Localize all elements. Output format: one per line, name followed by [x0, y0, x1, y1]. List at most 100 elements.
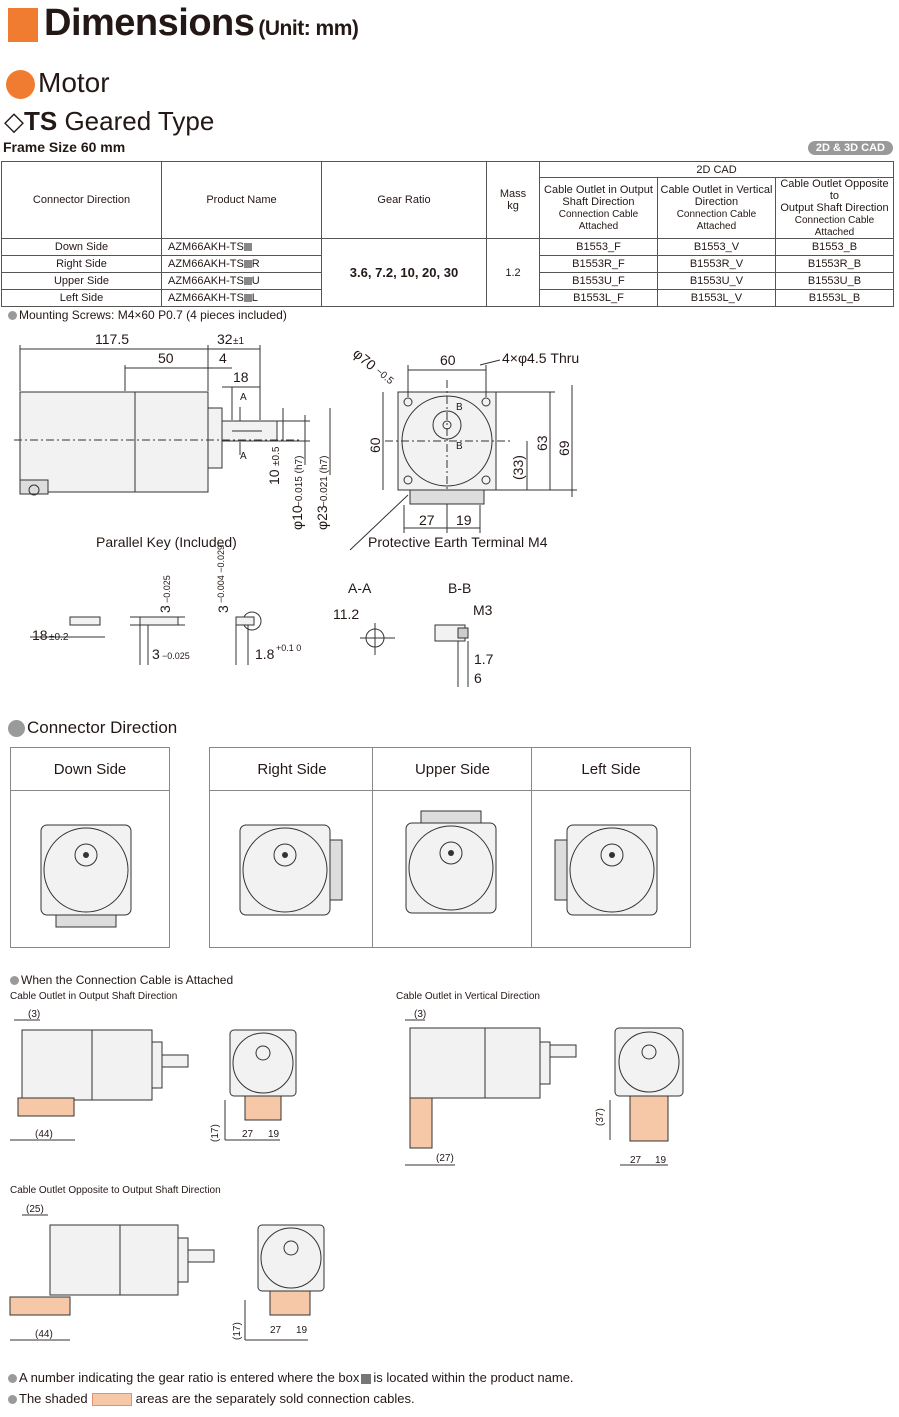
cad-link[interactable]: B1553U_F — [539, 272, 658, 290]
svg-text:−0.015 (h7): −0.015 (h7) — [294, 456, 305, 507]
mass-cell: 1.2 — [486, 238, 540, 307]
connector-heading: Connector Direction — [8, 718, 177, 738]
cad-link[interactable]: B1553L_F — [539, 289, 658, 307]
bullet-icon — [10, 976, 19, 986]
title-marker — [8, 8, 38, 42]
th-2dcad: 2D CAD — [539, 161, 894, 178]
connector-right: Right Side — [209, 747, 375, 948]
svg-text:B: B — [456, 402, 463, 413]
th-connector: Connector Direction — [1, 161, 162, 239]
cad-link[interactable]: B1553_F — [539, 238, 658, 256]
cad-link[interactable]: B1553R_V — [656, 255, 776, 273]
th-product: Product Name — [161, 161, 322, 239]
svg-text:B-B: B-B — [448, 580, 471, 596]
svg-text:(44): (44) — [35, 1329, 53, 1340]
svg-text:11.2: 11.2 — [333, 606, 359, 622]
unit-label: (Unit: mm) — [258, 17, 359, 40]
gear-ratio-cell: 3.6, 7.2, 10, 20, 30 — [321, 238, 487, 307]
svg-text:±0.2: ±0.2 — [49, 632, 69, 643]
svg-text:A-A: A-A — [348, 580, 372, 596]
cad-link[interactable]: B1553L_B — [774, 289, 895, 307]
connector-down: Down Side — [10, 747, 170, 948]
svg-text:3: 3 — [215, 605, 231, 613]
cad-link[interactable]: B1553_B — [774, 238, 895, 256]
cad-link[interactable]: B1553L_V — [656, 289, 776, 307]
svg-text:(27): (27) — [436, 1153, 454, 1164]
svg-text:3: 3 — [152, 646, 160, 662]
svg-text:−0.004 −0.029: −0.004 −0.029 — [216, 545, 226, 603]
svg-text:(3): (3) — [414, 1009, 426, 1020]
svg-text:(17): (17) — [210, 1124, 221, 1142]
gear-box-icon — [243, 260, 252, 269]
ts-heading: ◇TS Geared Type — [4, 106, 215, 136]
svg-text:−0.021 (h7): −0.021 (h7) — [319, 456, 330, 507]
svg-text:M3: M3 — [473, 602, 493, 618]
dim-117: 117.5 — [95, 331, 129, 347]
svg-text:19: 19 — [456, 512, 472, 528]
frame-size: Frame Size 60 mm — [3, 139, 126, 155]
svg-text:27: 27 — [419, 512, 435, 528]
svg-text:3: 3 — [157, 605, 173, 613]
pe-terminal-label: Protective Earth Terminal M4 — [368, 534, 548, 550]
svg-text:(37): (37) — [595, 1108, 606, 1126]
table-row: Down Side AZM66AKH-TS 3.6, 7.2, 10, 20, … — [1, 238, 895, 307]
svg-text:1.7: 1.7 — [474, 651, 494, 667]
dimension-drawing: 117.5 50 32±1 4 18 A A 10 ±0.5 φ10 −0.01… — [14, 331, 579, 687]
cable-heading: When the Connection Cable is Attached — [10, 973, 233, 987]
gear-box-icon — [243, 277, 252, 286]
svg-text:32: 32 — [217, 331, 233, 347]
gear-box-icon — [243, 243, 252, 252]
svg-text:27: 27 — [270, 1325, 282, 1336]
svg-text:−0.025: −0.025 — [162, 651, 190, 661]
bullet-icon — [8, 311, 17, 321]
cable-vert-title: Cable Outlet in Vertical Direction — [396, 991, 540, 1002]
svg-text:18: 18 — [32, 627, 48, 643]
svg-text:18: 18 — [233, 369, 249, 385]
mounting-note: Mounting Screws: M4×60 P0.7 (4 pieces in… — [8, 308, 287, 322]
svg-text:±1: ±1 — [233, 336, 244, 347]
svg-text:63: 63 — [534, 435, 550, 451]
svg-text:A: A — [240, 451, 247, 462]
svg-text:60: 60 — [440, 352, 456, 368]
bullet-icon — [8, 1395, 17, 1405]
svg-text:4: 4 — [219, 350, 227, 366]
svg-text:10: 10 — [266, 469, 282, 485]
footnote-gear-box: A number indicating the gear ratio is en… — [8, 1370, 574, 1385]
svg-text:(25): (25) — [26, 1204, 44, 1215]
svg-text:±0.5: ±0.5 — [271, 446, 282, 466]
cad-link[interactable]: B1553_V — [656, 238, 776, 256]
svg-text:−0.025: −0.025 — [162, 575, 172, 603]
svg-text:B: B — [456, 441, 463, 452]
shaded-swatch — [91, 1393, 132, 1407]
svg-text:6: 6 — [474, 670, 482, 686]
cad-badge[interactable]: 2D & 3D CAD — [807, 141, 893, 155]
cad-link[interactable]: B1553R_F — [539, 255, 658, 273]
cad-link[interactable]: B1553U_B — [774, 272, 895, 290]
svg-text:(44): (44) — [35, 1129, 53, 1140]
svg-text:1.8: 1.8 — [255, 646, 275, 662]
svg-text:19: 19 — [655, 1155, 667, 1166]
cad-link[interactable]: B1553U_V — [656, 272, 776, 290]
spec-table: Connector Direction Product Name Gear Ra… — [1, 161, 895, 307]
svg-text:(33): (33) — [510, 455, 526, 480]
page-title: Dimensions(Unit: mm) — [44, 2, 359, 44]
cad-link[interactable]: B1553R_B — [774, 255, 895, 273]
svg-text:27: 27 — [242, 1129, 254, 1140]
parallel-key-label: Parallel Key (Included) — [96, 534, 237, 550]
svg-text:φ10: φ10 — [289, 505, 305, 530]
svg-text:(3): (3) — [28, 1009, 40, 1020]
bullet-icon — [8, 1374, 17, 1384]
svg-text:50: 50 — [158, 350, 174, 366]
bullet-icon — [8, 720, 25, 738]
svg-text:4×φ4.5 Thru: 4×φ4.5 Thru — [502, 350, 579, 366]
cable-opp-title: Cable Outlet Opposite to Output Shaft Di… — [10, 1185, 221, 1196]
connector-upper: Upper Side — [372, 747, 533, 948]
gear-box-icon — [243, 294, 252, 303]
svg-text:27: 27 — [630, 1155, 642, 1166]
svg-text:+0.1 0: +0.1 0 — [276, 643, 301, 653]
